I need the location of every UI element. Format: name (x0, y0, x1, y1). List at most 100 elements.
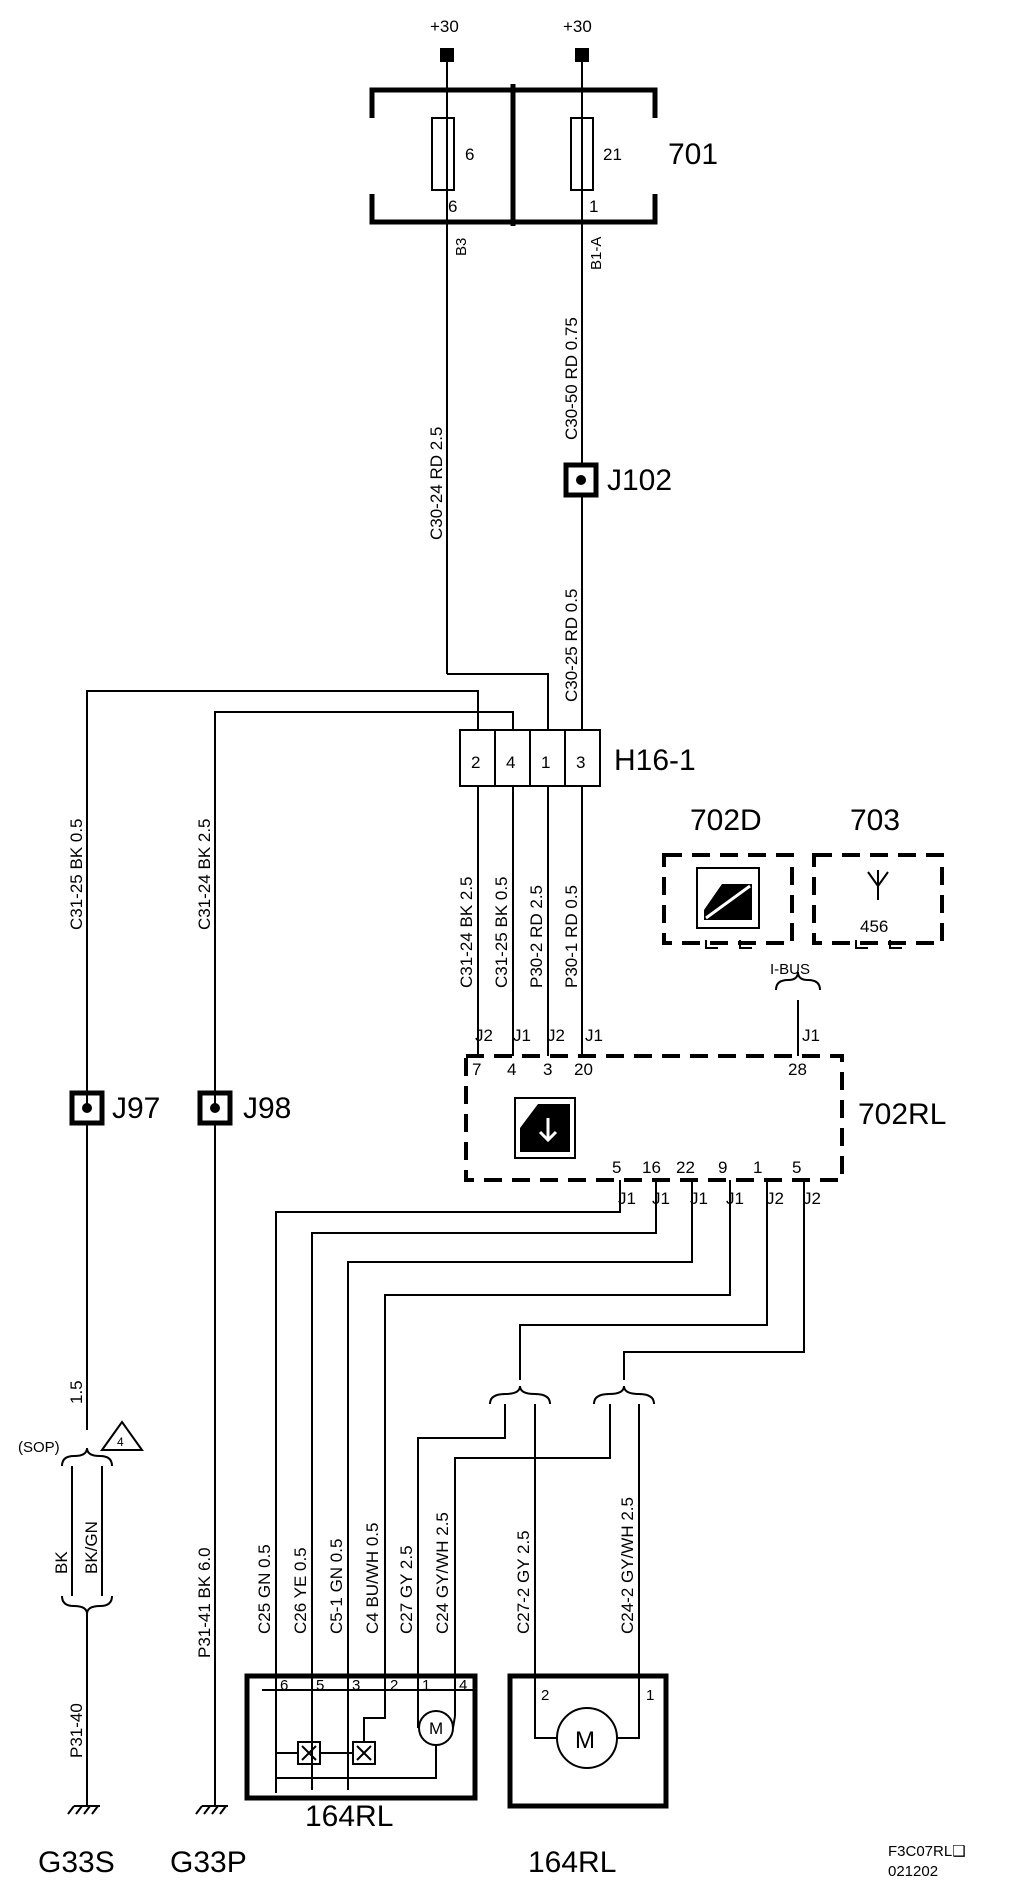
rl-bot-pin-1: 16 (642, 1158, 661, 1177)
ground-symbol-right (195, 1805, 228, 1815)
rl-bot-pin-0: 5 (612, 1158, 621, 1177)
window-module-icon (514, 1097, 576, 1159)
rl-bot-pin-5: 5 (792, 1158, 801, 1177)
note-number: 4 (117, 1435, 124, 1449)
rl-bot-conn-4: J2 (766, 1189, 784, 1208)
sop-label: (SOP) (18, 1439, 60, 1456)
ground-g33p: G33P (170, 1846, 247, 1879)
m1-pin-5: 5 (316, 1677, 324, 1694)
m1-pin-3: 3 (352, 1677, 360, 1694)
ground-symbol-left (67, 1805, 100, 1815)
rl-bot-conn-2: J1 (690, 1189, 708, 1208)
note-triangle (100, 1420, 144, 1451)
wire-p31-41: P31-41 BK 6.0 (195, 1547, 214, 1658)
terminal-right (575, 48, 589, 62)
module-702d-label: 702D (690, 804, 762, 837)
m2-pin-2: 2 (541, 1687, 549, 1704)
rl-top-conn-1: J1 (513, 1026, 531, 1045)
wire-h4: P30-1 RD 0.5 (562, 885, 581, 988)
splice-j102-label: J102 (607, 464, 672, 497)
rl-top-conn-4: J1 (802, 1026, 820, 1045)
module-703: 703 456 (812, 804, 944, 949)
fuse-pin-right: 1 (589, 197, 598, 216)
module-702d: 702D (662, 804, 794, 949)
wire-c25: C25 GN 0.5 (255, 1544, 274, 1634)
fuse-right-label: 21 (603, 145, 622, 164)
rl-top-conn-3: J1 (585, 1026, 603, 1045)
wire-h3: P30-2 RD 2.5 (527, 885, 546, 988)
wire-c31-25-left: C31-25 BK 0.5 (67, 818, 86, 930)
wire-c24-2: C24-2 GY/WH 2.5 (618, 1497, 637, 1634)
motor2-label: 164RL (528, 1846, 616, 1879)
wire-h2: C31-25 BK 0.5 (492, 876, 511, 988)
module-702rl-label: 702RL (858, 1098, 946, 1131)
terminal-left (440, 48, 454, 62)
h-pin-2: 2 (471, 753, 480, 772)
motor1-m: M (429, 1719, 443, 1738)
rl-top-pin-2: 3 (543, 1060, 552, 1079)
antenna-icon (867, 870, 889, 900)
fuse-box-id: 701 (668, 138, 718, 171)
rl-top-conn-2: J2 (547, 1026, 565, 1045)
wire-c27-2: C27-2 GY 2.5 (514, 1530, 533, 1634)
h-pin-4: 4 (506, 753, 515, 772)
footer-code: F3C07RL❑ (888, 1843, 966, 1860)
ibus-label: I-BUS (770, 961, 810, 978)
fuse-pin-left: 6 (448, 197, 457, 216)
wire-c30-24: C30-24 RD 2.5 (427, 427, 446, 540)
h-pin-1: 1 (541, 753, 550, 772)
splice-j97-label: J97 (112, 1092, 160, 1125)
wire-c24: C24 GY/WH 2.5 (433, 1512, 452, 1634)
fuse-6 (431, 117, 455, 191)
module-703-label: 703 (850, 804, 900, 837)
wire-bk: BK (52, 1551, 71, 1574)
conn-b1a: B1-A (588, 237, 605, 270)
module-703-code: 456 (860, 917, 888, 936)
splice-j98-label: J98 (243, 1092, 291, 1125)
fuse-left-label: 6 (465, 145, 474, 164)
rl-bot-conn-1: J1 (652, 1189, 670, 1208)
m1-pin-4: 4 (459, 1677, 467, 1694)
motor1-label: 164RL (305, 1800, 393, 1833)
wire-c30-25: C30-25 RD 0.5 (562, 589, 581, 702)
rl-bot-conn-0: J1 (618, 1189, 636, 1208)
rl-bot-pin-4: 1 (753, 1158, 762, 1177)
wire-p31-40: P31-40 (67, 1703, 86, 1758)
wire-c30-50: C30-50 RD 0.75 (562, 317, 581, 440)
wire-c4: C4 BU/WH 0.5 (363, 1523, 382, 1634)
h-pin-3: 3 (576, 753, 585, 772)
rl-bot-conn-5: J2 (803, 1189, 821, 1208)
conn-b3: B3 (453, 238, 470, 256)
wire-h1: C31-24 BK 2.5 (457, 876, 476, 988)
rl-top-pin-4: 28 (788, 1060, 807, 1079)
m2-pin-1: 1 (646, 1687, 654, 1704)
connector-h16-1: 2 4 1 3 H16-1 (459, 729, 696, 787)
motor-164rl-left: 6 5 3 2 1 4 M 164RL (244, 1673, 478, 1833)
wire-c5-1: C5-1 GN 0.5 (327, 1539, 346, 1634)
m1-pin-1: 1 (422, 1677, 430, 1694)
wire-c31-24-left: C31-24 BK 2.5 (195, 818, 214, 930)
supply-right-label: +30 (563, 17, 592, 36)
module-702rl: J2 J1 J2 J1 J1 7 4 3 20 28 702RL 5 16 22… (464, 1026, 946, 1208)
splice-j102 (563, 462, 599, 498)
m1-pin-6: 6 (280, 1677, 288, 1694)
wire-c27: C27 GY 2.5 (397, 1545, 416, 1634)
m1-pin-2: 2 (390, 1677, 398, 1694)
motor2-m: M (575, 1727, 595, 1754)
fuse-box-701: 6 21 6 1 701 (369, 84, 718, 226)
wire-c26: C26 YE 0.5 (291, 1547, 310, 1634)
connector-h16-1-label: H16-1 (614, 744, 696, 777)
supply-left-label: +30 (430, 17, 459, 36)
rl-bot-pin-3: 9 (718, 1158, 727, 1177)
motor-164rl-right: 2 1 M 164RL (507, 1673, 669, 1879)
rl-bot-conn-3: J1 (726, 1189, 744, 1208)
wire-bkgn: BK/GN (82, 1521, 101, 1574)
footer-date: 021202 (888, 1863, 938, 1880)
rl-top-pin-0: 7 (472, 1060, 481, 1079)
rl-top-conn-0: J2 (475, 1026, 493, 1045)
rl-bot-pin-2: 22 (676, 1158, 695, 1177)
rl-top-pin-3: 20 (574, 1060, 593, 1079)
rl-top-pin-1: 4 (507, 1060, 516, 1079)
